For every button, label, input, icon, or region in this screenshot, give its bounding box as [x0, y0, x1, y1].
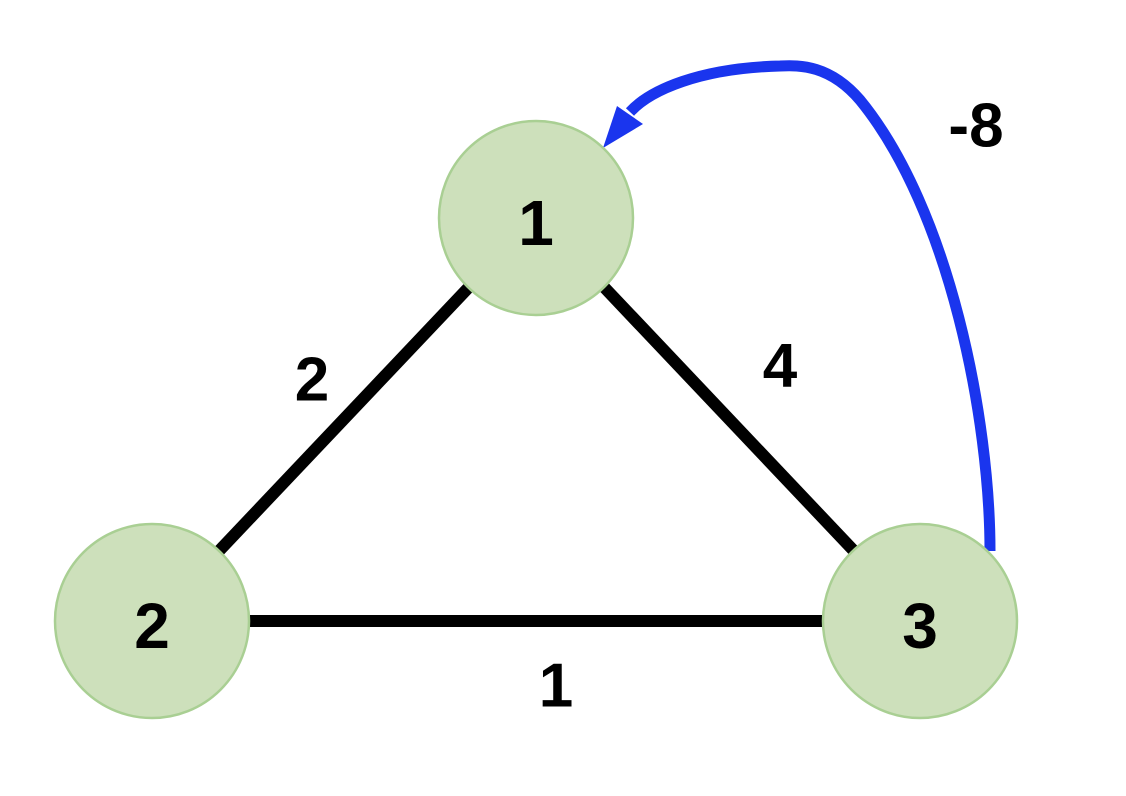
- node-3-label: 3: [902, 590, 938, 662]
- edge-1-3-weight: 4: [763, 332, 798, 401]
- edge-3-1-weight: -8: [948, 92, 1003, 161]
- edge-2-3-weight: 1: [539, 652, 573, 721]
- node-1: [437, 119, 635, 317]
- node-1-label: 1: [518, 187, 554, 259]
- node-2-label: 2: [134, 590, 170, 662]
- node-2: [53, 522, 251, 720]
- edge-1-3: [598, 281, 859, 556]
- node-3: [821, 522, 1019, 720]
- edge-1-2: [213, 281, 475, 557]
- edge-1-2-weight: 2: [295, 346, 329, 415]
- arrowhead-icon: [603, 106, 643, 148]
- directed-edge-3-1: [625, 60, 996, 552]
